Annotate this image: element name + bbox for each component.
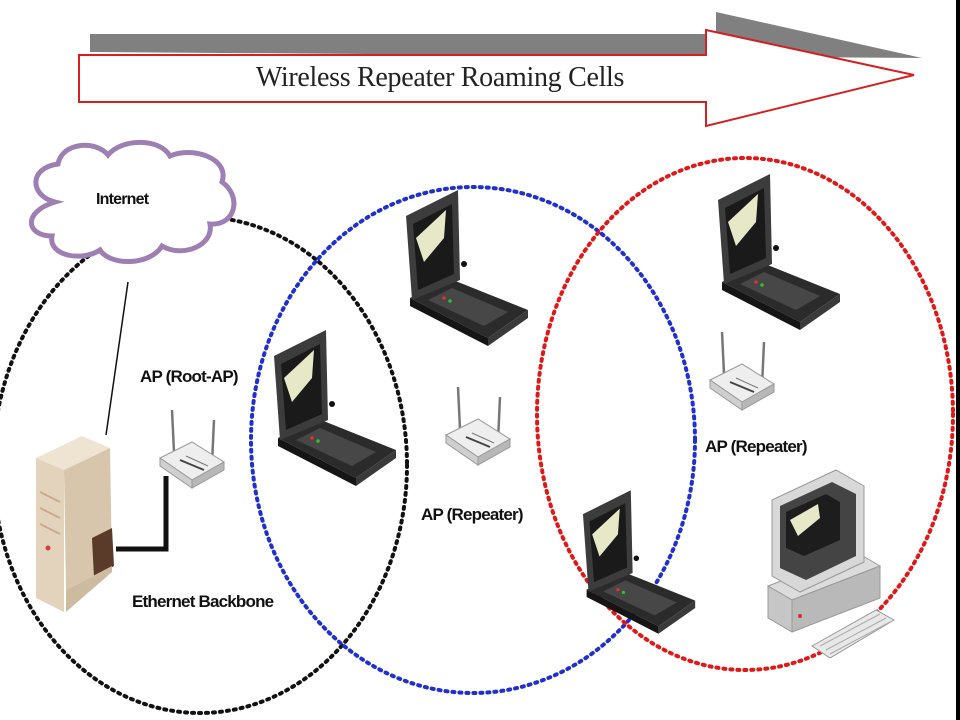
internet-label: Internet: [96, 191, 149, 208]
cloud-icon: [28, 139, 237, 264]
repeater-label-2: AP (Repeater): [705, 437, 808, 456]
internet-link: [105, 281, 129, 436]
ethernet-backbone-label: Ethernet Backbone: [132, 592, 274, 611]
access-point-icon: [708, 330, 776, 412]
diagram-title: Wireless Repeater Roaming Cells: [255, 62, 625, 93]
repeater-label-1: AP (Repeater): [421, 505, 524, 524]
ethernet-cable: [116, 476, 169, 552]
server-icon: [36, 436, 114, 612]
laptop-icon: [406, 190, 528, 346]
access-point-icon: [444, 385, 512, 467]
laptop-icon: [274, 330, 396, 486]
right-edge-bar: [956, 0, 960, 720]
laptop-icon: [582, 490, 696, 634]
root-ap-label: AP (Root-AP): [140, 367, 239, 386]
repeater-cell-1: [249, 185, 697, 695]
access-point-icon: [158, 408, 226, 490]
title-arrow: [78, 28, 915, 128]
repeater-cell-2: [535, 156, 955, 672]
desktop-computer-icon: [766, 469, 896, 659]
laptop-icon: [718, 174, 840, 330]
